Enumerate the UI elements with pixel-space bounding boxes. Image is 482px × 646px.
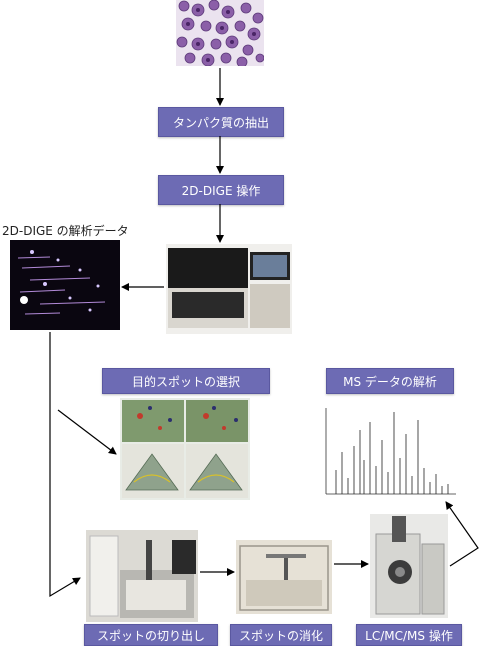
spot-picker-photo <box>86 530 198 622</box>
ms-spectrum-graphic <box>325 408 456 495</box>
step-dige-operation-label: 2D-DIGE 操作 <box>158 175 284 205</box>
dige-gel-image <box>10 240 120 330</box>
step-protein-extraction-label: タンパク質の抽出 <box>158 107 284 137</box>
spot-digestion-photo <box>236 540 332 614</box>
arrow-gel-to-picker <box>49 332 81 598</box>
dige-scanner-graphic <box>168 248 290 328</box>
arrow-gel-to-selection <box>57 409 117 455</box>
spot-selection-image <box>120 398 250 500</box>
cell-micrograph-image <box>176 0 265 68</box>
spot-picker-graphic <box>89 535 196 618</box>
lcms-instrument-photo <box>370 514 448 618</box>
dige-scanner-photo <box>166 244 292 334</box>
dige-data-caption: 2D-DIGE の解析データ <box>2 224 129 238</box>
spot-digestion-graphic <box>239 545 329 611</box>
cell-micrograph-graphic <box>176 0 265 68</box>
step-lcms-operation-label: LC/MC/MS 操作 <box>356 624 462 646</box>
lcms-instrument-graphic <box>375 516 445 615</box>
spot-selection-graphic <box>122 400 248 498</box>
dige-gel-graphic <box>17 250 106 315</box>
step-spot-picking-label: スポットの切り出し <box>84 624 218 646</box>
arrow-lcms-to-spectrum <box>445 501 479 567</box>
step-spot-selection-label: 目的スポットの選択 <box>102 368 270 394</box>
step-ms-analysis-label: MS データの解析 <box>326 368 454 394</box>
ms-spectrum-image <box>320 400 460 498</box>
